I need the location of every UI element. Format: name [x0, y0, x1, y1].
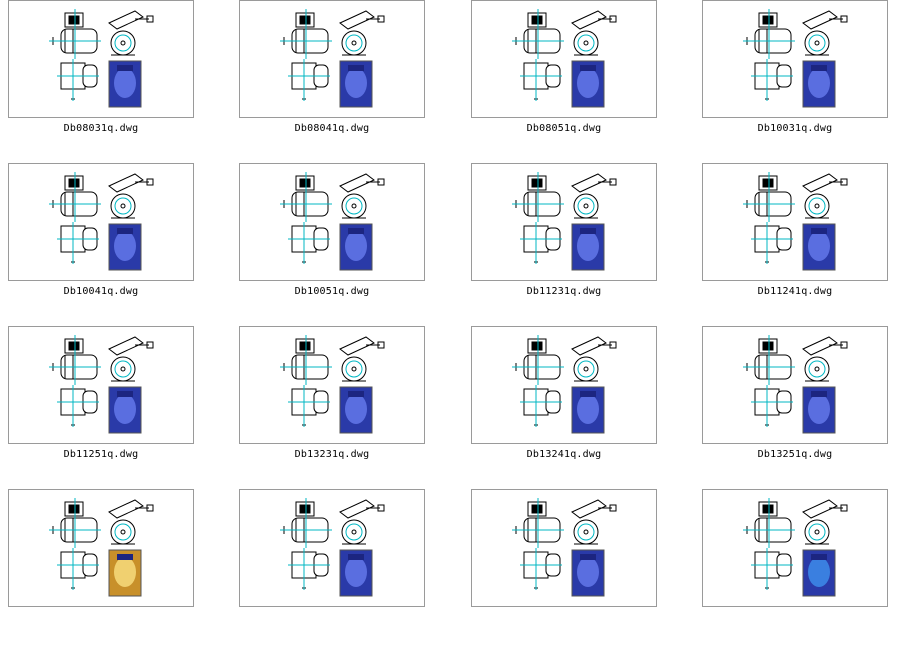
product-photo	[339, 60, 373, 108]
motor-end-view	[571, 499, 617, 545]
drawing-preview[interactable]	[471, 163, 657, 281]
file-thumbnail-item[interactable]: Db13231q.dwg	[231, 326, 463, 489]
product-photo	[339, 223, 373, 271]
motor-top-view	[60, 62, 98, 100]
motor-top-view	[754, 551, 792, 589]
file-name-label[interactable]: Db13251q.dwg	[757, 449, 833, 460]
motor-end-view	[802, 336, 848, 382]
file-thumbnail-item[interactable]: Db08051q.dwg	[463, 0, 695, 163]
product-photo	[339, 386, 373, 434]
file-thumbnail-item[interactable]: Db10041q.dwg	[0, 163, 232, 326]
drawing-preview[interactable]	[471, 489, 657, 607]
motor-top-view	[60, 225, 98, 263]
file-thumbnail-item[interactable]: Db11231q.dwg	[463, 163, 695, 326]
motor-end-view	[339, 499, 385, 545]
motor-end-view	[339, 173, 385, 219]
motor-end-view	[571, 336, 617, 382]
drawing-preview[interactable]	[239, 163, 425, 281]
motor-end-view	[339, 336, 385, 382]
motor-top-view	[60, 388, 98, 426]
file-thumbnail-item[interactable]: Db11251q.dwg	[0, 326, 232, 489]
motor-end-view	[802, 10, 848, 56]
drawing-preview[interactable]	[8, 0, 194, 118]
motor-top-view	[754, 62, 792, 100]
product-photo	[108, 223, 142, 271]
product-photo	[802, 386, 836, 434]
drawing-preview[interactable]	[702, 326, 888, 444]
file-name-label[interactable]: Db08041q.dwg	[294, 123, 370, 134]
product-photo	[108, 60, 142, 108]
product-photo	[339, 549, 373, 597]
product-photo	[108, 386, 142, 434]
file-thumbnail-item[interactable]: Db10031q.dwg	[694, 0, 897, 163]
drawing-preview[interactable]	[239, 0, 425, 118]
file-name-label[interactable]: Db11241q.dwg	[757, 286, 833, 297]
motor-end-view	[802, 499, 848, 545]
motor-end-view	[108, 10, 154, 56]
drawing-preview[interactable]	[239, 326, 425, 444]
file-thumbnail-item[interactable]: Db13241q.dwg	[463, 326, 695, 489]
motor-end-view	[802, 173, 848, 219]
product-photo	[571, 223, 605, 271]
file-thumbnail-item[interactable]	[463, 489, 695, 652]
motor-top-view	[291, 62, 329, 100]
motor-end-view	[571, 10, 617, 56]
file-thumbnail-item[interactable]: Db08031q.dwg	[0, 0, 232, 163]
drawing-preview[interactable]	[471, 0, 657, 118]
drawing-preview[interactable]	[239, 489, 425, 607]
file-thumbnail-item[interactable]: Db08041q.dwg	[231, 0, 463, 163]
product-photo	[802, 549, 836, 597]
motor-top-view	[754, 388, 792, 426]
file-thumbnail-item[interactable]: Db10051q.dwg	[231, 163, 463, 326]
file-name-label[interactable]: Db11251q.dwg	[63, 449, 139, 460]
drawing-preview[interactable]	[702, 489, 888, 607]
drawing-preview[interactable]	[8, 489, 194, 607]
drawing-preview[interactable]	[702, 0, 888, 118]
motor-top-view	[523, 62, 561, 100]
product-photo	[108, 549, 142, 597]
motor-end-view	[108, 499, 154, 545]
file-name-label[interactable]: Db10041q.dwg	[63, 286, 139, 297]
file-thumbnail-item[interactable]	[0, 489, 232, 652]
file-name-label[interactable]: Db13241q.dwg	[526, 449, 602, 460]
drawing-preview[interactable]	[8, 163, 194, 281]
motor-end-view	[108, 336, 154, 382]
product-photo	[571, 60, 605, 108]
file-thumbnail-item[interactable]	[231, 489, 463, 652]
motor-end-view	[571, 173, 617, 219]
drawing-preview[interactable]	[471, 326, 657, 444]
file-name-label[interactable]: Db08031q.dwg	[63, 123, 139, 134]
motor-top-view	[291, 225, 329, 263]
file-name-label[interactable]: Db13231q.dwg	[294, 449, 370, 460]
motor-top-view	[291, 551, 329, 589]
drawing-preview[interactable]	[702, 163, 888, 281]
product-photo	[571, 386, 605, 434]
motor-end-view	[339, 10, 385, 56]
product-photo	[571, 549, 605, 597]
motor-top-view	[523, 551, 561, 589]
motor-top-view	[60, 551, 98, 589]
file-thumbnail-item[interactable]	[694, 489, 897, 652]
file-thumbnail-item[interactable]: Db11241q.dwg	[694, 163, 897, 326]
motor-top-view	[291, 388, 329, 426]
file-name-label[interactable]: Db08051q.dwg	[526, 123, 602, 134]
file-name-label[interactable]: Db10051q.dwg	[294, 286, 370, 297]
thumbnail-grid: Db08031q.dwg Db08041q.dwg	[0, 0, 897, 607]
file-name-label[interactable]: Db10031q.dwg	[757, 123, 833, 134]
motor-end-view	[108, 173, 154, 219]
file-name-label[interactable]: Db11231q.dwg	[526, 286, 602, 297]
product-photo	[802, 223, 836, 271]
product-photo	[802, 60, 836, 108]
motor-top-view	[523, 225, 561, 263]
motor-top-view	[523, 388, 561, 426]
drawing-preview[interactable]	[8, 326, 194, 444]
motor-top-view	[754, 225, 792, 263]
file-thumbnail-item[interactable]: Db13251q.dwg	[694, 326, 897, 489]
